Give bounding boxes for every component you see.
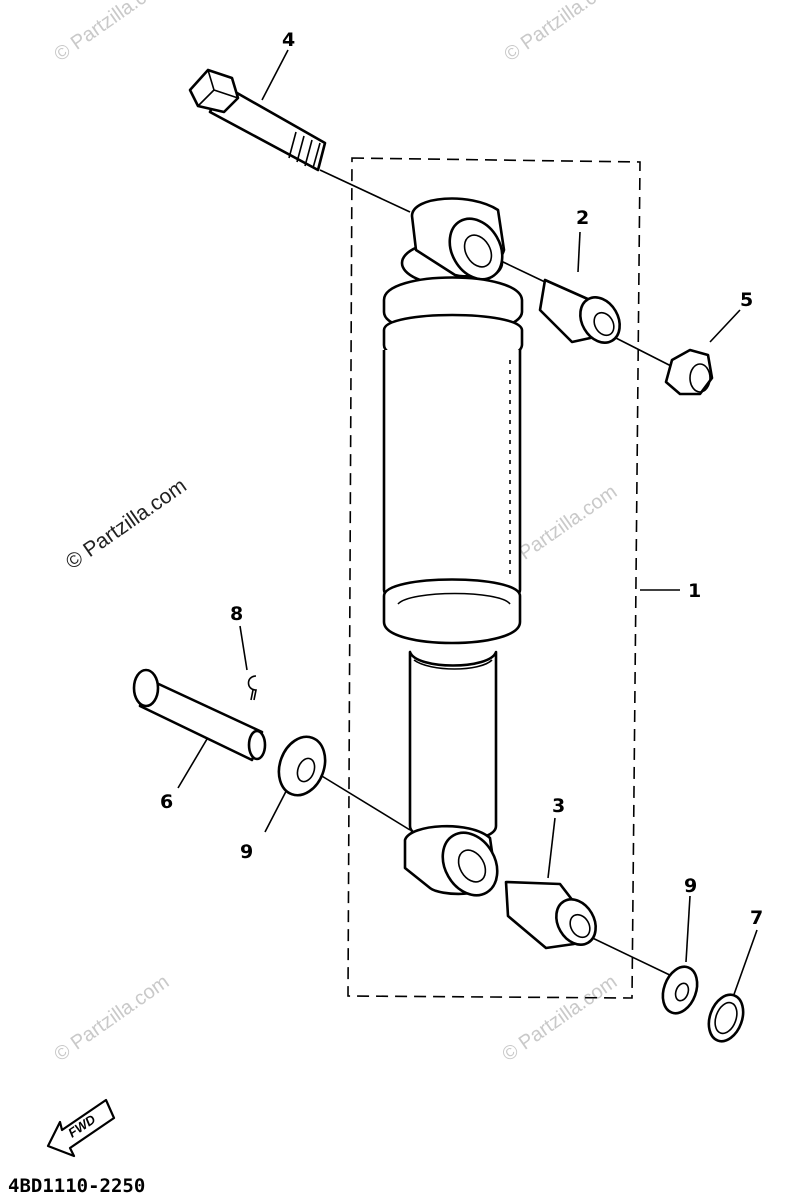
nut bbox=[664, 348, 714, 396]
callouts: 4 2 5 1 8 6 3 9 9 7 bbox=[160, 29, 763, 929]
washer-right bbox=[661, 965, 699, 1015]
watermark: © Partzilla.com bbox=[50, 0, 173, 66]
watermark: © Partzilla.com bbox=[500, 0, 623, 66]
watermark-dark: © Partzilla.com bbox=[62, 474, 191, 574]
collar-upper bbox=[538, 278, 621, 344]
collar-lower bbox=[504, 880, 597, 950]
callout-6: 6 bbox=[160, 791, 173, 813]
washer-plain bbox=[707, 993, 745, 1043]
callout-8: 8 bbox=[230, 603, 243, 625]
callout-5: 5 bbox=[740, 289, 753, 311]
callout-2: 2 bbox=[576, 207, 589, 229]
watermark: © Partzilla.com bbox=[50, 971, 173, 1066]
shock-absorber bbox=[382, 197, 524, 897]
leader-lines bbox=[177, 49, 758, 1001]
assembly-boundary bbox=[347, 157, 641, 999]
callout-4: 4 bbox=[282, 29, 295, 51]
callout-9-right: 9 bbox=[684, 875, 697, 897]
diagram-code: 4BD1110-2250 bbox=[8, 1175, 145, 1197]
forward-arrow-icon: FWD bbox=[46, 1098, 116, 1158]
callout-3: 3 bbox=[552, 795, 565, 817]
callout-9-left: 9 bbox=[240, 841, 253, 863]
washer-left bbox=[277, 735, 327, 797]
pin bbox=[132, 668, 267, 762]
bolt bbox=[188, 68, 327, 172]
callout-7: 7 bbox=[750, 907, 763, 929]
callout-1: 1 bbox=[688, 580, 701, 602]
watermark: © Partzilla.com bbox=[498, 971, 621, 1066]
cotter-pin bbox=[247, 675, 257, 701]
